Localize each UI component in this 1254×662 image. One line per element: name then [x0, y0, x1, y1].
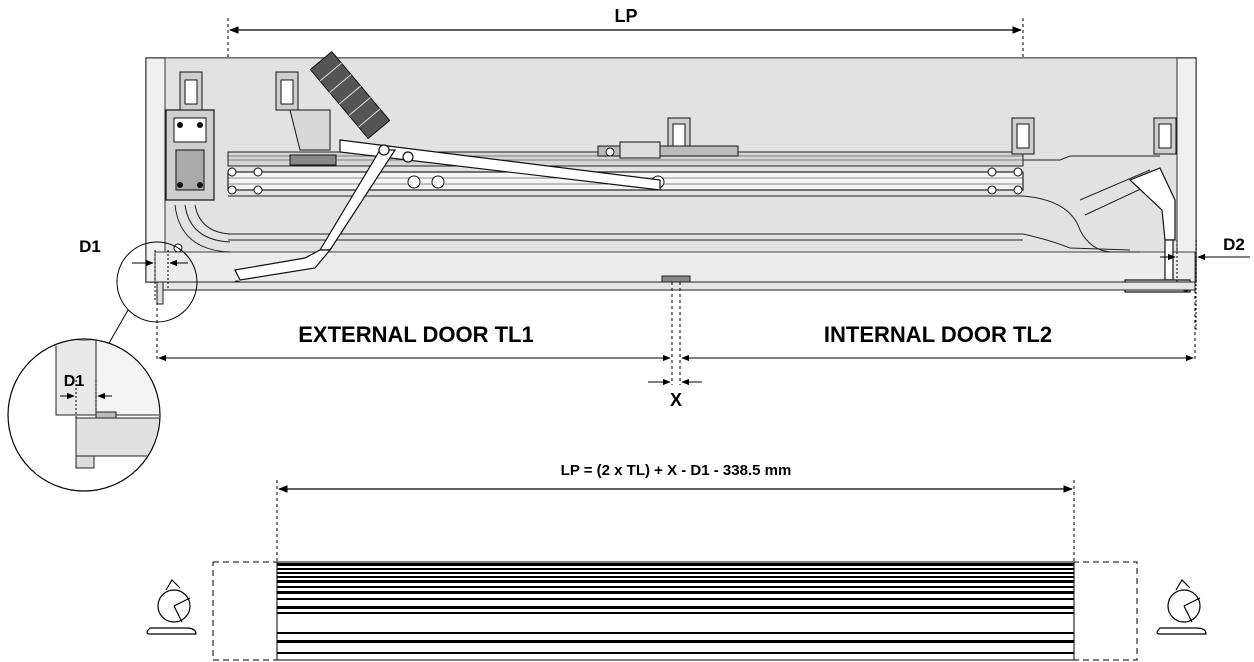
lp-dimension: LP: [227, 6, 1024, 290]
door-width-dimensions: EXTERNAL DOOR TL1 INTERNAL DOOR TL2: [156, 282, 1196, 385]
saw-icon-left: [146, 579, 197, 635]
d2-label: D2: [1223, 235, 1245, 254]
cut-profile: [212, 561, 1138, 661]
x-gap-dimension: X: [648, 378, 702, 410]
detail-callout: D1: [7, 241, 198, 492]
left-motor-unit: [165, 109, 215, 253]
d1-dimension: D1: [79, 237, 188, 300]
mounting-brackets: [179, 71, 1177, 155]
left-curved-guide: [174, 204, 231, 253]
d2-dimension: D2: [1160, 235, 1250, 330]
formula-label: LP = (2 x TL) + X - D1 - 338.5 mm: [561, 462, 792, 479]
linkage-arm: [232, 139, 661, 290]
closer-cylinder: [289, 50, 391, 166]
x-label: X: [670, 390, 682, 410]
internal-door-label: INTERNAL DOOR TL2: [824, 322, 1052, 347]
lock-carriage: [597, 141, 739, 159]
formula-dimension: LP = (2 x TL) + X - D1 - 338.5 mm: [276, 462, 1075, 562]
external-door-label: EXTERNAL DOOR TL1: [298, 322, 534, 347]
d1-detail-label: D1: [64, 373, 85, 390]
door-leaves: [156, 275, 1196, 305]
operator-housing: [145, 57, 1197, 283]
d1-label: D1: [79, 237, 101, 256]
saw-icon-right: [1156, 579, 1207, 635]
lp-label: LP: [614, 6, 637, 26]
